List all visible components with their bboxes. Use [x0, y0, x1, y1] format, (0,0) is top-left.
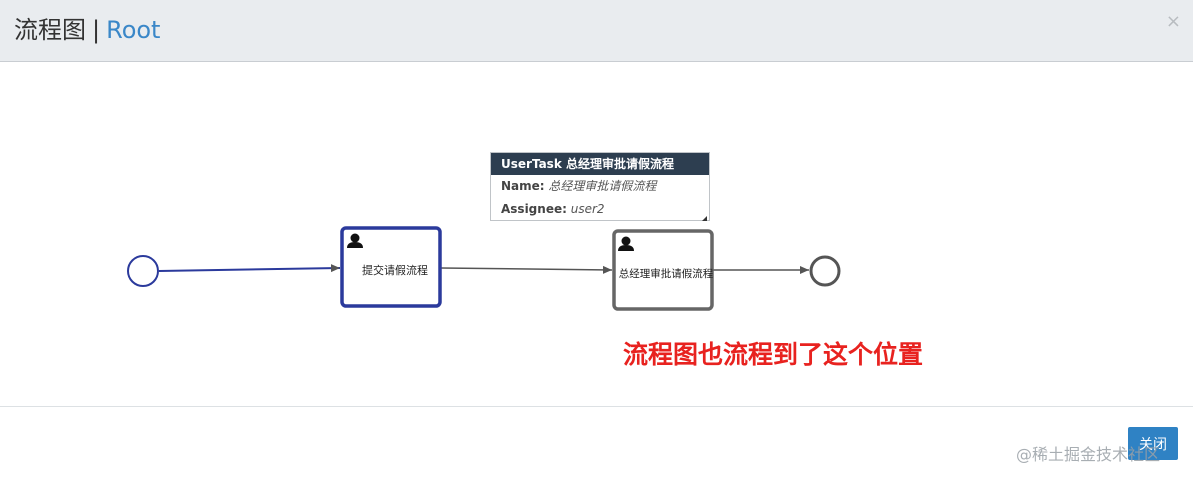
title-text: 流程图	[14, 16, 86, 44]
title-subtitle: Root	[106, 16, 161, 44]
tooltip-corner-icon	[702, 216, 707, 221]
task-label: 提交请假流程	[362, 263, 428, 277]
tooltip-assignee-key: Assignee:	[501, 202, 567, 216]
modal-header: 流程图|Root ×	[0, 0, 1193, 62]
sequence-flow-start-task1	[158, 264, 341, 273]
task-manager-approve[interactable]: 总经理审批请假流程	[612, 229, 714, 311]
close-icon[interactable]: ×	[1165, 11, 1181, 32]
end-event[interactable]	[809, 255, 841, 287]
user-icon	[347, 233, 363, 248]
start-event[interactable]	[127, 255, 159, 287]
process-diagram: 提交请假流程 总经理审批请假流程	[0, 63, 1193, 406]
close-button[interactable]: 关闭	[1128, 427, 1178, 460]
title-separator: |	[92, 16, 101, 44]
tooltip-header: UserTask 总经理审批请假流程	[491, 153, 709, 175]
tooltip-name-value: 总经理审批请假流程	[548, 179, 657, 193]
modal-title: 流程图|Root	[14, 14, 160, 46]
task-tooltip: UserTask 总经理审批请假流程 Name: 总经理审批请假流程 Assig…	[490, 152, 710, 221]
task-submit-leave[interactable]: 提交请假流程	[340, 226, 442, 308]
footer-divider	[0, 406, 1193, 407]
tooltip-assignee-value: user2	[570, 202, 605, 216]
annotation-text: 流程图也流程到了这个位置	[623, 340, 924, 369]
task-label: 总经理审批请假流程	[619, 267, 714, 280]
tooltip-name-row: Name: 总经理审批请假流程	[491, 175, 709, 198]
sequence-flow-task1-task2	[440, 265, 613, 274]
tooltip-name-key: Name:	[501, 179, 545, 193]
user-icon	[618, 236, 634, 251]
tooltip-assignee-row: Assignee: user2	[491, 198, 709, 221]
